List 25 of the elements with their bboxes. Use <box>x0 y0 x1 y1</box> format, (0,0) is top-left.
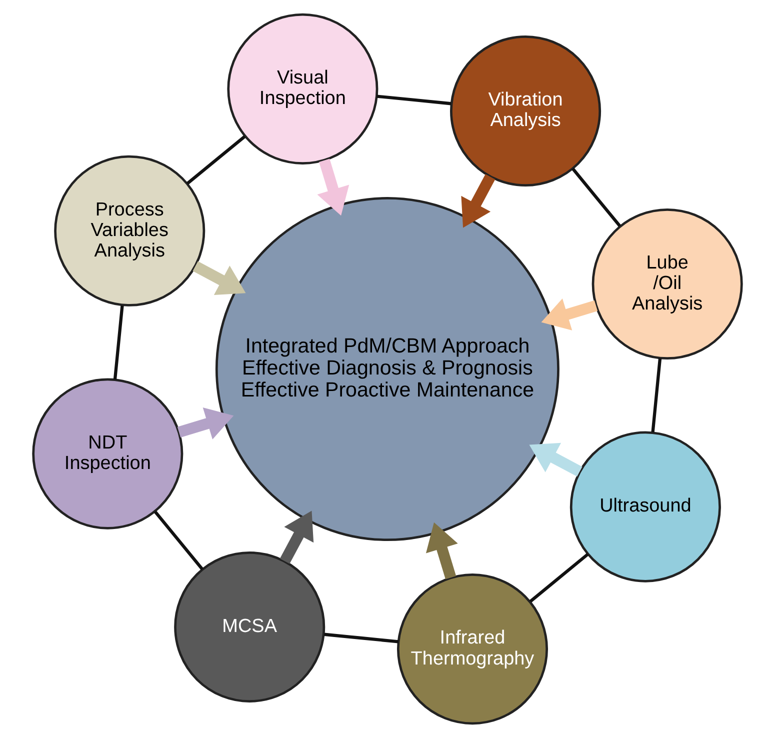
arrow <box>316 158 349 216</box>
connector <box>324 632 398 644</box>
node-circle: MCSA <box>174 551 325 702</box>
node-circle: Visual Inspection <box>226 13 378 164</box>
arrow <box>425 522 458 580</box>
connector <box>112 305 124 380</box>
node-circle: Ultrasound <box>569 431 720 582</box>
node-circle: NDT Inspection <box>32 378 183 530</box>
arrow <box>176 408 234 440</box>
node-circle: Infrared Thermography <box>396 574 548 725</box>
connector <box>650 358 662 432</box>
arrow <box>528 442 582 477</box>
connector <box>376 94 451 106</box>
node-circle: Lube /Oil Analysis <box>591 208 742 360</box>
connector <box>571 168 621 228</box>
arrow <box>192 261 246 295</box>
connector <box>528 552 588 603</box>
node-circle: Integrated PdM/CBM Approach Effective Diagnosis & Prognosis Effective Proactive Maintenance <box>214 197 559 542</box>
connector <box>153 510 204 570</box>
arrow <box>279 510 314 564</box>
arrow <box>540 298 598 330</box>
connector <box>186 135 246 185</box>
node-circle: Process Variables Analysis <box>54 155 205 306</box>
arrow <box>460 174 495 228</box>
node-circle: Vibration Analysis <box>450 35 601 187</box>
